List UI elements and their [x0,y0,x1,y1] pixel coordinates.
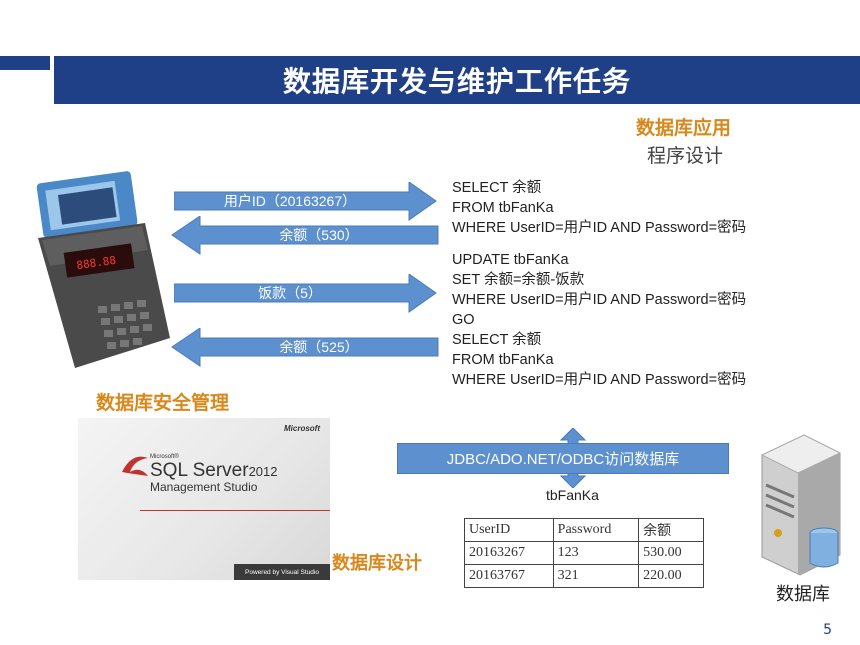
database-label: 数据库 [776,584,830,605]
sql-server-logo-icon [122,456,148,476]
title-left-stub [0,56,50,70]
microsoft-logo-text: Microsoft [284,424,320,433]
table-cell: 20163267 [464,541,554,565]
sql-line: WHERE UserID=用户ID AND Password=密码 [452,292,747,308]
arrow-label-userid: 用户ID（20163267） [223,193,357,209]
jdbc-access-box: JDBC/ADO.NET/ODBC访问数据库 [397,443,729,474]
slide-title: 数据库开发与维护工作任务 [54,56,860,104]
sql-line: SELECT 余额 [452,180,542,196]
arrow-left-2 [171,328,439,367]
database-design-label: 数据库设计 [332,553,422,574]
table-cell: 321 [552,564,640,588]
table-cell: 20163767 [464,564,554,588]
sql-line: SELECT 余额 [452,332,542,348]
table-cell: 220.00 [638,564,704,588]
column-header-balance: 余额 [638,518,704,542]
tbfanka-table: UserID Password 余额 20163267 123 530.00 2… [464,518,704,588]
sql-line: WHERE UserID=用户ID AND Password=密码 [452,220,747,236]
arrow-left-1 [171,216,439,255]
sql-line: WHERE UserID=用户ID AND Password=密码 [452,372,747,388]
arrow-right-2 [174,274,437,313]
card-reader-image: 888.88 [36,171,170,368]
arrow-label-payment: 饭款（5） [258,285,322,301]
arrow-label-balance-525: 余额（525） [279,339,359,355]
ssms-divider [140,510,330,511]
column-header-password: Password [552,518,640,542]
arrow-label-balance-530: 余额（530） [279,227,359,243]
column-header-userid: UserID [464,518,554,542]
ssms-splash-image: Microsoft Microsoft® SQL Server2012 Mana… [78,418,330,580]
sql-line: SET 余额=余额-饭款 [452,272,585,288]
ssms-subtitle: Management Studio [150,480,258,494]
sql-line: FROM tbFanKa [452,352,554,368]
powered-by-visual-studio: Powered by Visual Studio [234,564,330,580]
sql-line: GO [452,312,475,328]
app-dev-label-line1: 数据库应用 [636,117,732,139]
table-cell: 123 [552,541,640,565]
table-name-label: tbFanKa [546,487,599,503]
database-server-icon [760,434,842,576]
security-management-label: 数据库安全管理 [96,392,230,414]
arrow-right-1 [174,182,437,221]
sql-server-version: 2012 [248,464,278,479]
sql-code-block: SELECT 余额 FROM tbFanKa WHERE UserID=用户ID… [452,178,746,390]
sql-server-text: SQL Server [150,460,249,481]
table-cell: 530.00 [638,541,704,565]
sql-line: UPDATE tbFanKa [452,252,569,268]
sql-line: FROM tbFanKa [452,200,554,216]
table-header-row: UserID Password 余额 [464,518,704,542]
table-row: 20163767 321 220.00 [464,564,704,588]
table-row: 20163267 123 530.00 [464,541,704,565]
app-dev-label-line2: 程序设计 [647,145,724,167]
svg-text:888.88: 888.88 [76,254,117,272]
page-number: 5 [823,622,832,638]
microsoft-small-text: Microsoft® [150,454,179,460]
